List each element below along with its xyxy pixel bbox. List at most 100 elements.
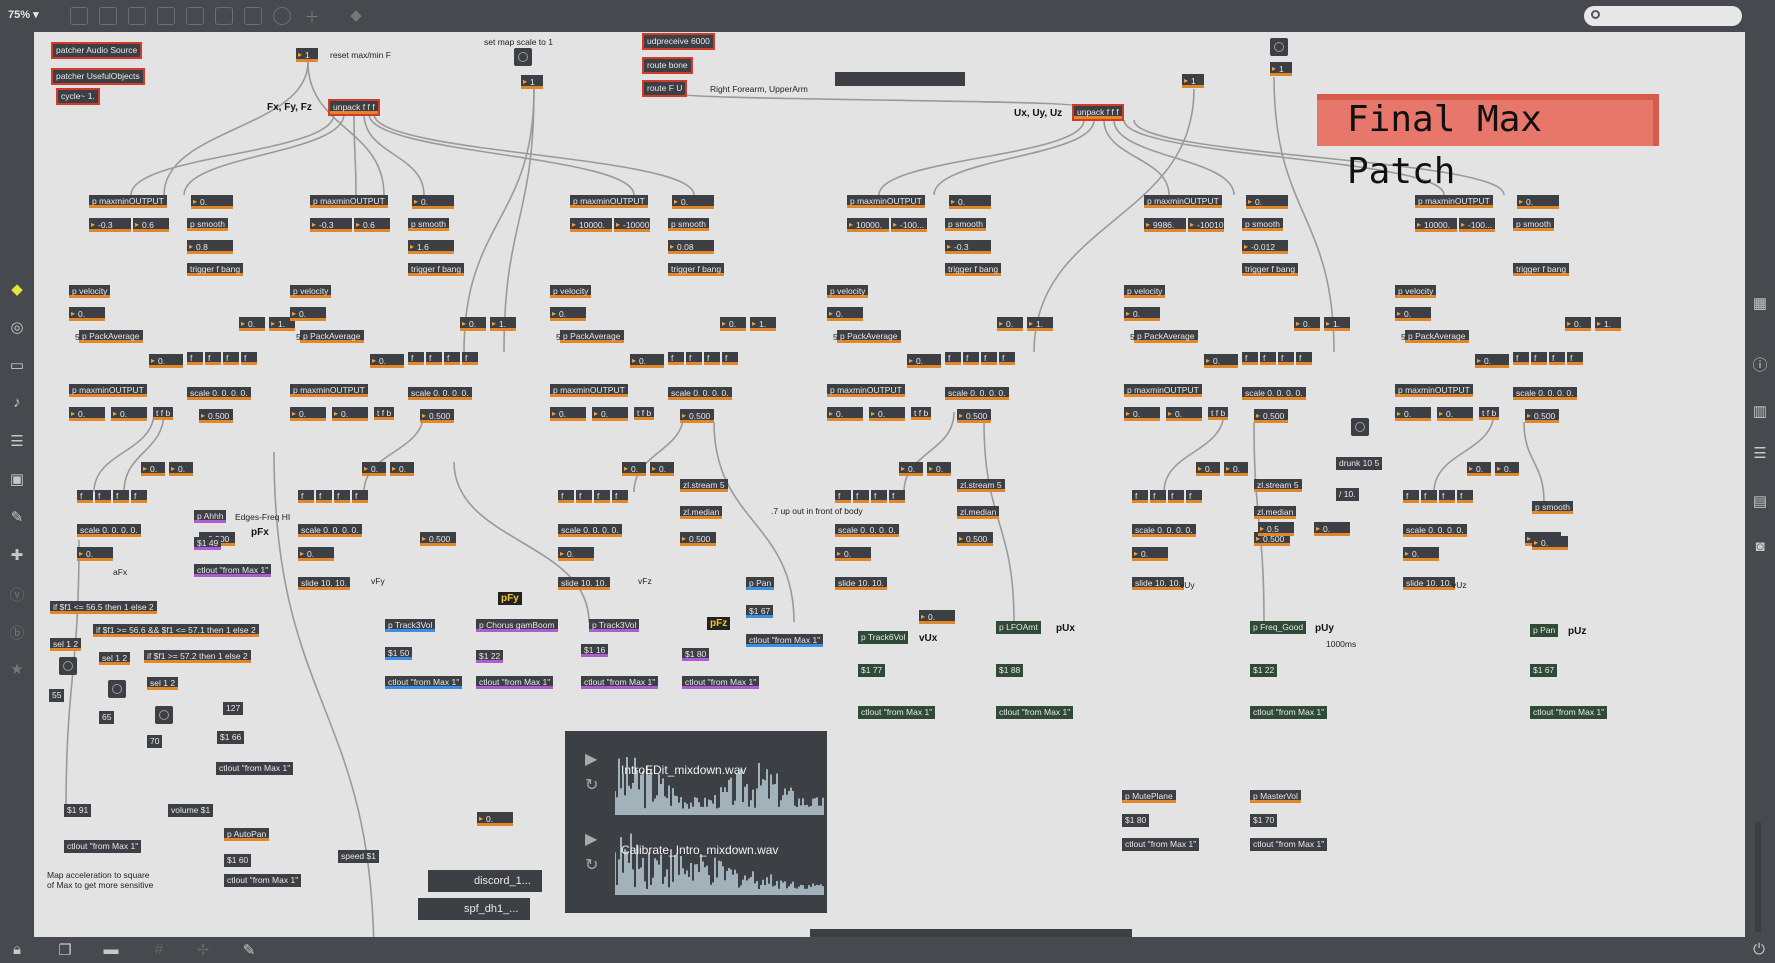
camera-icon[interactable]: ◙: [1755, 538, 1765, 555]
lfo-object[interactable]: p LFOAmt: [996, 621, 1041, 634]
slide-object[interactable]: slide 10. 10.: [1403, 577, 1455, 590]
median-number[interactable]: 0.500: [680, 532, 716, 546]
comment-icon[interactable]: [128, 7, 146, 25]
fz-value-80[interactable]: $1 80: [682, 648, 710, 661]
sel-object-2[interactable]: sel 1 2: [99, 652, 131, 665]
min-value-number[interactable]: 0.6: [354, 218, 390, 232]
fx-value-49[interactable]: $1 49: [194, 537, 222, 550]
uz-ctlout-67[interactable]: ctlout "from Max 1": [1530, 706, 1608, 719]
image-icon[interactable]: ▣: [9, 471, 25, 488]
float-object[interactable]: f: [1439, 490, 1455, 503]
ux-number[interactable]: 0.: [919, 610, 955, 624]
fx-value-91[interactable]: $1 91: [64, 804, 92, 817]
maxmin-object[interactable]: p maxminOUTPUT: [847, 195, 925, 208]
v-icon[interactable]: ⓥ: [9, 587, 25, 604]
scale-2-number[interactable]: 0.: [298, 547, 334, 561]
float-object[interactable]: f: [1549, 352, 1565, 365]
float-object[interactable]: f: [95, 490, 111, 503]
packaverage-number[interactable]: 0.: [907, 354, 941, 368]
min-value-number[interactable]: -100...: [1459, 218, 1495, 232]
u-bang-button[interactable]: [1270, 38, 1288, 56]
maxmin-object-2[interactable]: p maxminOUTPUT: [1124, 384, 1202, 397]
grid-icon[interactable]: ▦: [1752, 295, 1768, 312]
vertical-scrollbar[interactable]: [1755, 822, 1761, 932]
drunk-object[interactable]: drunk 10 5: [1336, 457, 1383, 470]
float-object[interactable]: f: [686, 352, 702, 365]
ux-ctlout-88[interactable]: ctlout "from Max 1": [996, 706, 1074, 719]
velocity-object[interactable]: p velocity: [550, 285, 592, 298]
maxmin-object[interactable]: p maxminOUTPUT: [570, 195, 648, 208]
packaverage-number[interactable]: 0.: [149, 354, 183, 368]
zlmedian-object[interactable]: zl.median: [1254, 506, 1297, 519]
float-object[interactable]: f: [1531, 352, 1547, 365]
fz-track3-object[interactable]: p Track3Vol: [589, 619, 640, 632]
div-object[interactable]: / 10.: [1336, 488, 1359, 501]
fx-ctlout-91[interactable]: ctlout "from Max 1": [64, 840, 142, 853]
float-object[interactable]: f: [558, 490, 574, 503]
smooth-object[interactable]: p smooth: [668, 218, 709, 231]
ux-ctlout-77[interactable]: ctlout "from Max 1": [858, 706, 936, 719]
muteplane-object[interactable]: p MutePlane: [1122, 790, 1176, 803]
velocity-object[interactable]: p velocity: [1124, 285, 1166, 298]
trigger-object[interactable]: trigger f bang: [668, 263, 725, 276]
smooth-object[interactable]: p smooth: [408, 218, 449, 231]
float-object[interactable]: f: [334, 490, 350, 503]
chorus-object[interactable]: p Chorus gamBoom: [476, 619, 558, 632]
tfb-object[interactable]: t f b: [1208, 407, 1229, 420]
maxmin-output-number[interactable]: 0.: [191, 195, 233, 209]
slider-icon[interactable]: [215, 7, 233, 25]
float-object[interactable]: f: [77, 490, 93, 503]
trigger-object[interactable]: trigger f bang: [1242, 263, 1299, 276]
float-object[interactable]: f: [871, 490, 887, 503]
button-icon[interactable]: [186, 7, 204, 25]
paint-icon[interactable]: ◆: [350, 7, 362, 24]
audio-number[interactable]: 0.: [477, 812, 513, 826]
velocity-object[interactable]: p velocity: [290, 285, 332, 298]
smooth-object[interactable]: p smooth: [187, 218, 228, 231]
smooth-object[interactable]: p smooth: [1242, 218, 1283, 231]
float-object[interactable]: f: [704, 352, 720, 365]
uy-ctlout-22[interactable]: ctlout "from Max 1": [1250, 706, 1328, 719]
play-icon[interactable]: ▶: [585, 751, 598, 768]
zero-number[interactable]: 0.: [1196, 462, 1220, 476]
packaverage-object[interactable]: p PackAverage: [837, 330, 901, 343]
puzzle-icon[interactable]: ✚: [10, 547, 24, 564]
float-object[interactable]: f: [316, 490, 332, 503]
fx-ctlout-66[interactable]: ctlout "from Max 1": [216, 762, 294, 775]
velocity-number[interactable]: 0.: [1124, 307, 1160, 321]
packaverage-object[interactable]: p PackAverage: [1405, 330, 1469, 343]
scale-output-number[interactable]: 0.500: [680, 409, 714, 423]
sel-object-3[interactable]: sel 1 2: [147, 677, 179, 690]
float-object[interactable]: f: [426, 352, 442, 365]
velocity-object[interactable]: p velocity: [69, 285, 111, 298]
zero-number[interactable]: 0.: [622, 462, 646, 476]
unpack-f-object[interactable]: unpack f f f: [328, 99, 380, 116]
search-input[interactable]: [1584, 6, 1742, 26]
velocity-object[interactable]: p velocity: [827, 285, 869, 298]
float-object[interactable]: f: [1513, 352, 1529, 365]
float-object[interactable]: f: [131, 490, 147, 503]
median-number[interactable]: 0.500: [957, 532, 993, 546]
trigger-object[interactable]: trigger f bang: [1513, 263, 1570, 276]
scale-object[interactable]: scale 0. 0. 0. 0.: [1513, 387, 1577, 400]
patcher-audio-source[interactable]: patcher Audio Source: [50, 42, 143, 59]
maxmin-2-number[interactable]: 0.: [1395, 407, 1431, 421]
volume-object[interactable]: volume $1: [168, 804, 214, 817]
scale-output-number[interactable]: 0.500: [199, 409, 233, 423]
scale-object-2[interactable]: scale 0. 0. 0. 0.: [558, 524, 622, 537]
scale-object[interactable]: scale 0. 0. 0. 0.: [187, 387, 251, 400]
scale-object-2[interactable]: scale 0. 0. 0. 0.: [77, 524, 141, 537]
float-object[interactable]: f: [1457, 490, 1473, 503]
zero-number[interactable]: 0.: [1495, 462, 1519, 476]
maxmin-2-number[interactable]: 0.: [1166, 407, 1202, 421]
fy-ctlout-50[interactable]: ctlout "from Max 1": [385, 676, 463, 689]
float-object[interactable]: f: [113, 490, 129, 503]
maxmin-output-number[interactable]: 0.: [949, 195, 991, 209]
max-value-number[interactable]: 10000.: [1415, 218, 1457, 232]
player-spf[interactable]: spf_dh1_...: [418, 898, 530, 920]
slide-object[interactable]: slide 10. 10.: [558, 577, 610, 590]
float-object[interactable]: f: [1278, 352, 1294, 365]
min-value-number[interactable]: -10000.: [614, 218, 652, 232]
msg-127[interactable]: 127: [223, 702, 244, 715]
float-object[interactable]: f: [594, 490, 610, 503]
